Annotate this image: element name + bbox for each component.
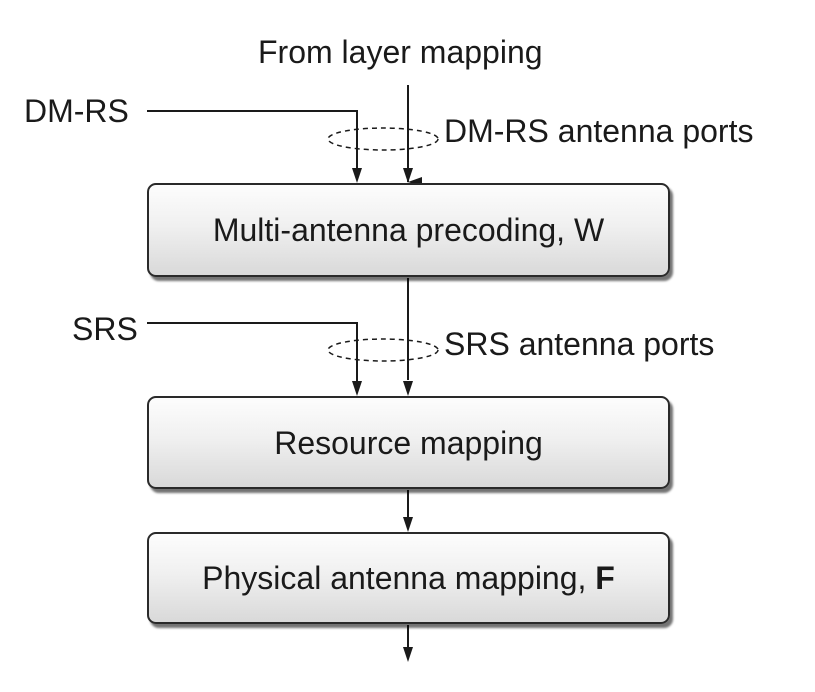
srs-arrow (147, 322, 358, 382)
dmrs-label: DM-RS (24, 93, 129, 129)
dmrs-arrowhead (352, 168, 362, 183)
resource-mapping-box-label: Resource mapping (274, 424, 543, 461)
physical-mapping-box-label: Physical antenna mapping, F (202, 562, 615, 594)
physical-mapping-box: Physical antenna mapping, F (147, 532, 670, 624)
srs-label: SRS (72, 311, 138, 347)
physical-mapping-text: Physical antenna mapping, (202, 560, 596, 596)
dmrs-ports-label: DM-RS antenna ports (444, 113, 754, 149)
resource-mapping-box: Resource mapping (147, 396, 670, 489)
srs-ports-ellipse (327, 338, 439, 362)
precoding-box-label: Multi-antenna precoding, W (212, 212, 605, 248)
resource-to-physical-arrowhead (403, 517, 413, 532)
precoding-box: Multi-antenna precoding, W (147, 183, 670, 277)
dmrs-arrow (147, 110, 358, 180)
physical-mapping-symbol: F (595, 560, 615, 596)
input-label: From layer mapping (258, 34, 543, 70)
srs-ports-label: SRS antenna ports (444, 326, 715, 362)
input-arrowhead (403, 168, 413, 183)
output-arrowhead (403, 647, 413, 662)
dmrs-ports-ellipse (327, 127, 439, 151)
srs-arrowhead (352, 381, 362, 396)
precoding-to-resource-arrowhead (403, 381, 413, 396)
